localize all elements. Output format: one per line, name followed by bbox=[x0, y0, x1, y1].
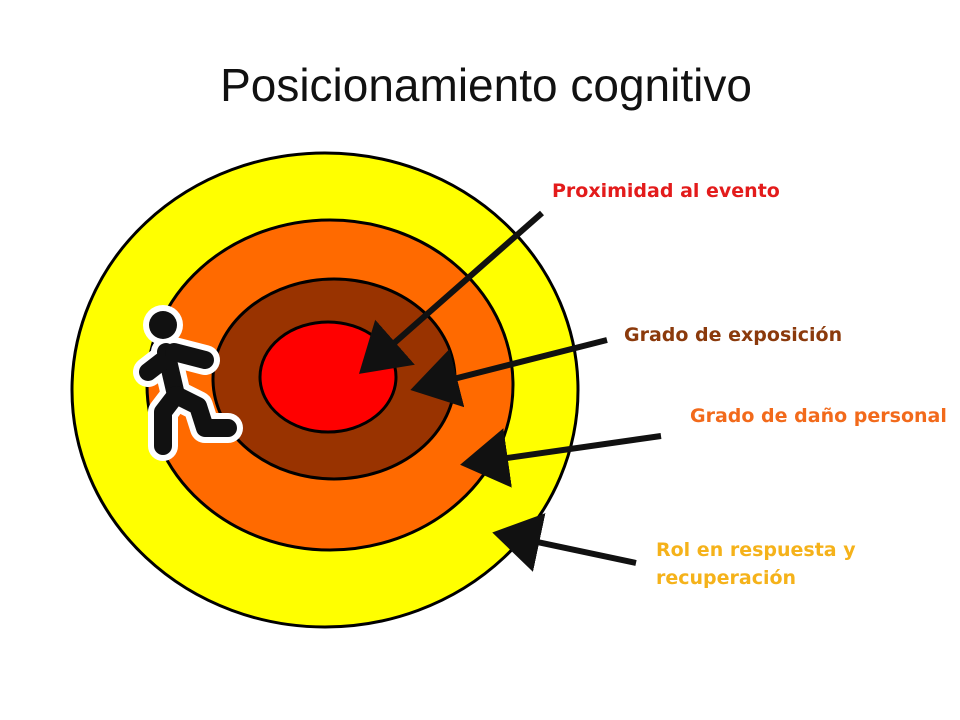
label-rol: Rol en respuesta y recuperación bbox=[656, 537, 856, 592]
label-proximidad: Proximidad al evento bbox=[552, 180, 780, 202]
label-rol-line2: recuperación bbox=[656, 566, 797, 589]
label-rol-line1: Rol en respuesta y bbox=[656, 539, 856, 561]
running-person-icon bbox=[133, 305, 243, 461]
arrow-dano bbox=[460, 428, 662, 488]
label-dano-personal: Grado de daño personal bbox=[690, 405, 947, 427]
label-exposicion: Grado de exposición bbox=[624, 324, 843, 346]
arrow-exposicion bbox=[410, 337, 608, 408]
arrow-rol bbox=[492, 513, 637, 572]
arrow-proximidad bbox=[358, 210, 544, 374]
ring-center bbox=[258, 320, 398, 434]
slide-title: Posicionamiento cognitivo bbox=[220, 59, 752, 111]
